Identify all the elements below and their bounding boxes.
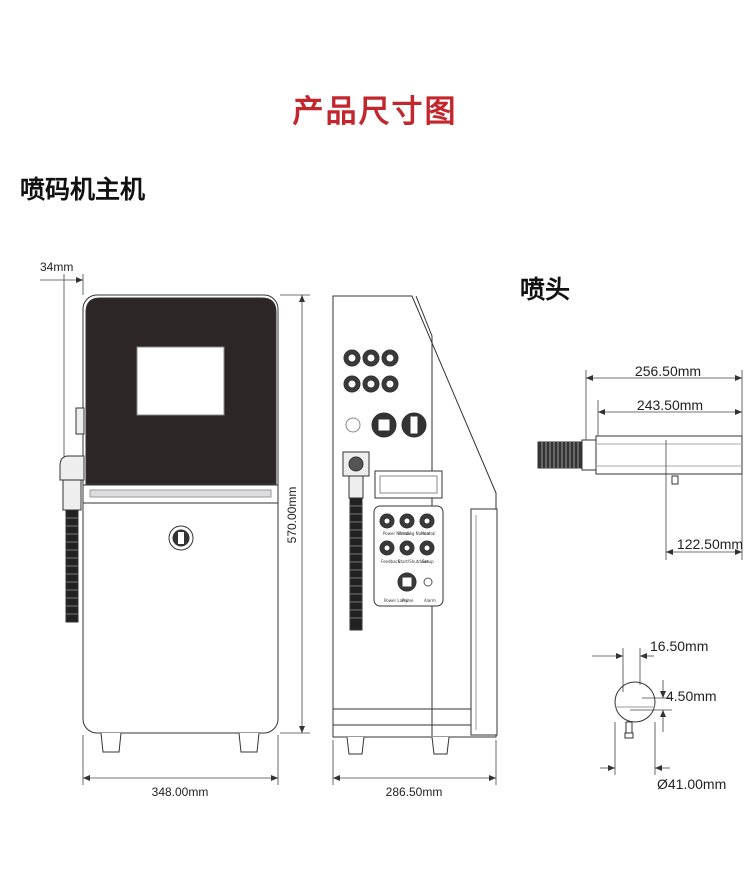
dim-side-depth: 286.50mm (386, 785, 443, 799)
page-title: 产品尺寸图 (292, 94, 458, 130)
side-view (332, 295, 498, 755)
nozzle-tip (671, 475, 679, 485)
front-display-screen (136, 346, 225, 416)
nozzle-end-dimension-lines (592, 648, 672, 775)
dim-nozzle-offset: 4.50mm (666, 688, 717, 704)
dim-frame-offset: 34mm (40, 260, 73, 274)
nozzle-hose (537, 441, 583, 469)
svg-text:Printing Normal: Printing Normal (399, 531, 430, 536)
nozzle-side-view (537, 435, 743, 485)
side-switch (371, 412, 397, 438)
panel-labels: Power Normal Printing Normal Normal Feed… (381, 531, 436, 603)
front-hose-connector (62, 479, 82, 511)
side-button-grid (343, 349, 399, 393)
svg-text:Alarm: Alarm (424, 598, 436, 603)
dim-nozzle-diameter: Ø41.00mm (657, 776, 726, 792)
side-key-switch (401, 412, 427, 438)
nozzle-dimension-lines (585, 370, 743, 560)
front-foot-right (238, 732, 260, 753)
svg-text:Start/Shutdown: Start/Shutdown (398, 559, 430, 564)
svg-text:Power Lamp: Power Lamp (384, 598, 409, 603)
front-foot-left (100, 732, 122, 753)
nozzle-body (595, 435, 743, 475)
dim-nozzle-total: 256.50mm (635, 363, 701, 379)
front-view (59, 294, 279, 753)
nozzle-end-circle (614, 681, 656, 723)
dim-nozzle-body: 243.50mm (637, 397, 703, 413)
side-foot-right (431, 736, 450, 755)
side-door (470, 508, 498, 736)
svg-text:Setup: Setup (422, 559, 434, 564)
side-dimension-lines (332, 740, 497, 785)
dim-nozzle-tail: 122.50mm (677, 536, 743, 552)
main-unit-heading: 喷码机主机 (20, 175, 146, 204)
nozzle-end-pin (625, 721, 633, 735)
svg-text:Prime: Prime (402, 598, 414, 603)
panel-buttons (379, 513, 435, 592)
front-hose (65, 509, 79, 623)
side-hose (349, 497, 363, 631)
nozzle-heading: 喷头 (520, 275, 571, 304)
dim-height: 570.00mm (285, 487, 299, 544)
front-divider-strip (89, 489, 272, 498)
nozzle-end-view (614, 681, 656, 739)
side-foot-left (346, 736, 365, 755)
svg-text:Power Normal: Power Normal (383, 531, 411, 536)
svg-text:Feedback: Feedback (381, 559, 401, 564)
front-lock-icon (168, 525, 194, 551)
front-dimension-lines (40, 274, 310, 785)
front-side-knob (75, 407, 85, 435)
dim-nozzle-gap: 16.50mm (650, 638, 708, 654)
front-hose-elbow (59, 455, 85, 481)
dim-front-width: 348.00mm (152, 785, 209, 799)
nozzle-collar (581, 439, 597, 471)
side-indicator-lamp (345, 417, 361, 433)
svg-text:Normal: Normal (421, 531, 435, 536)
